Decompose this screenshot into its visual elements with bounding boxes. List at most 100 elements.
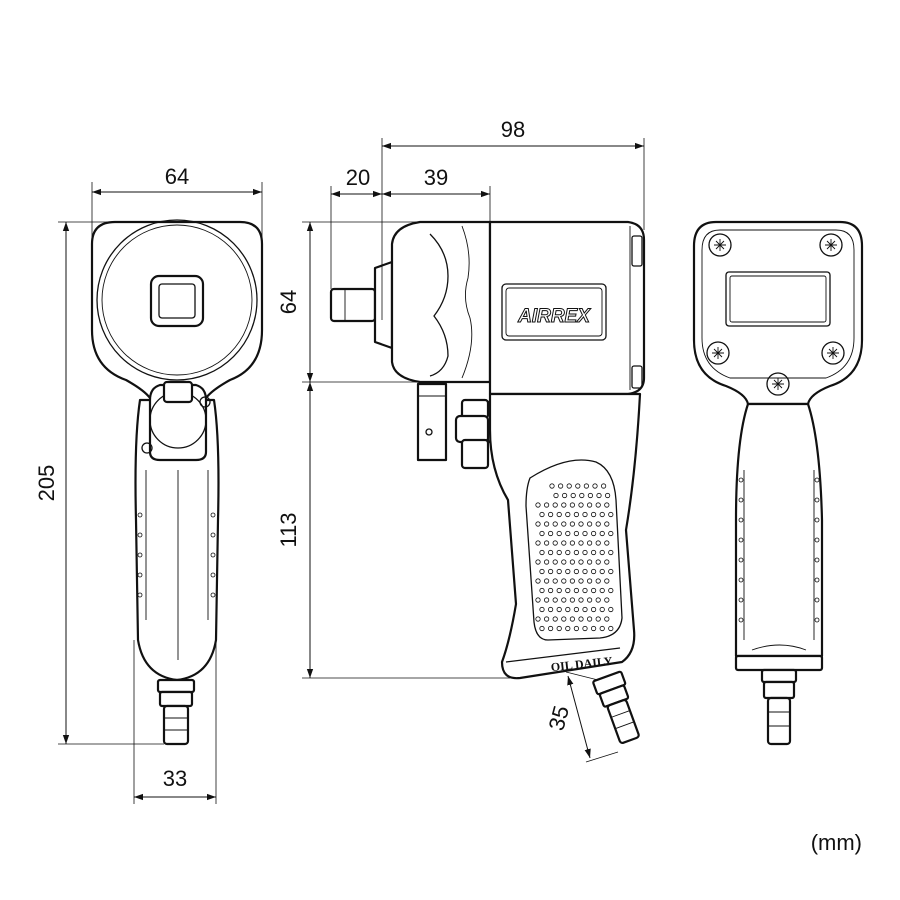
- dim-front-width: 64: [165, 164, 189, 189]
- grip-dot: [582, 549, 588, 556]
- handle-grip-dots: [535, 483, 614, 632]
- grip-dot: [578, 540, 584, 546]
- grip-dot: [573, 625, 580, 632]
- grip-dot: [552, 540, 558, 546]
- grip-dot: [556, 511, 562, 518]
- grip-dot: [604, 597, 610, 603]
- dim-overall-length: 98: [501, 117, 525, 142]
- grip-dot: [547, 587, 554, 594]
- grip-dot: [556, 625, 562, 632]
- grip-dot: [543, 559, 550, 565]
- grip-dot: [535, 502, 541, 508]
- grip-dot: [604, 559, 610, 565]
- grip-dot: [565, 549, 571, 556]
- housing-screw-mid-right: [821, 341, 845, 365]
- grip-dot: [586, 597, 593, 603]
- grip-dot: [543, 502, 550, 508]
- grip-dot: [556, 549, 562, 556]
- grip-dot: [557, 483, 564, 489]
- grip-dot: [586, 521, 593, 527]
- grip-dot: [579, 492, 585, 499]
- housing-screw-top-left: [708, 233, 732, 257]
- grip-dot: [565, 511, 571, 518]
- grip-dot: [573, 587, 580, 594]
- grip-dot: [582, 568, 588, 575]
- grip-dot: [599, 549, 605, 556]
- dim-handle-height: 113: [276, 512, 301, 547]
- grip-dot: [599, 606, 605, 613]
- grip-dot: [552, 578, 558, 584]
- grip-dot: [561, 492, 568, 499]
- housing-screw-top-right: [819, 233, 843, 257]
- grip-dot: [586, 559, 593, 565]
- side-view: AIRREX R F OIL DAILY: [329, 220, 646, 744]
- grip-dot: [582, 625, 588, 632]
- grip-dot: [590, 625, 597, 632]
- grip-dot: [582, 606, 588, 613]
- grip-dot: [599, 511, 605, 518]
- grip-dot: [549, 483, 555, 489]
- brand-logo: AIRREX: [517, 306, 591, 327]
- grip-dot: [556, 568, 562, 575]
- grip-dot: [547, 606, 554, 613]
- grip-dot: [595, 559, 601, 565]
- grip-dot: [561, 540, 567, 546]
- grip-dot: [569, 521, 576, 527]
- grip-dot: [543, 616, 550, 622]
- grip-dot: [569, 559, 576, 565]
- grip-dot: [539, 568, 545, 575]
- grip-dot: [561, 559, 567, 565]
- dim-head-height: 64: [276, 290, 301, 314]
- grip-dot: [578, 521, 584, 527]
- front-view: [90, 219, 264, 746]
- grip-dot: [552, 597, 558, 603]
- grip-dot: [569, 540, 576, 546]
- grip-dot: [556, 530, 562, 537]
- grip-dot: [565, 625, 571, 632]
- grip-dot: [552, 559, 558, 565]
- grip-dot: [595, 540, 601, 546]
- dim-head-length: 39: [424, 165, 448, 190]
- grip-dot: [608, 530, 614, 537]
- grip-dot: [535, 559, 541, 565]
- grip-dot: [539, 606, 545, 613]
- housing-screw-bottom: [766, 372, 790, 396]
- grip-dot: [604, 616, 610, 622]
- grip-dot: [600, 483, 607, 489]
- grip-dot: [578, 597, 584, 603]
- grip-dot: [553, 492, 559, 499]
- grip-dot: [561, 578, 567, 584]
- grip-dot: [573, 568, 580, 575]
- grip-dot: [556, 606, 562, 613]
- grip-dot: [573, 606, 580, 613]
- grip-dots-left: [137, 512, 143, 598]
- grip-dot: [543, 521, 550, 527]
- grip-dot: [570, 492, 576, 499]
- grip-dot: [599, 587, 605, 594]
- grip-dot: [569, 597, 576, 603]
- grip-dot: [547, 568, 554, 575]
- grip-dot: [535, 578, 541, 584]
- grip-dot: [578, 578, 584, 584]
- grip-dot: [547, 625, 554, 632]
- rear-view: [692, 220, 864, 746]
- grip-dot: [608, 511, 614, 518]
- grip-dot: [535, 540, 541, 546]
- dim-anvil-length: 20: [346, 165, 370, 190]
- grip-dot: [561, 597, 567, 603]
- grip-dot: [590, 549, 597, 556]
- grip-dot: [604, 540, 610, 546]
- grip-dot: [595, 616, 601, 622]
- dim-hose-width: 33: [163, 766, 187, 791]
- grip-dot: [569, 578, 576, 584]
- housing-screw-mid-left: [706, 341, 730, 365]
- grip-dot: [565, 530, 571, 537]
- grip-dot: [561, 502, 567, 508]
- grip-dot: [539, 511, 545, 518]
- grip-dot: [608, 606, 614, 613]
- grip-dot: [535, 521, 541, 527]
- grip-dot: [582, 530, 588, 537]
- rear-grip-dots-left: [738, 477, 744, 623]
- grip-dot: [595, 502, 601, 508]
